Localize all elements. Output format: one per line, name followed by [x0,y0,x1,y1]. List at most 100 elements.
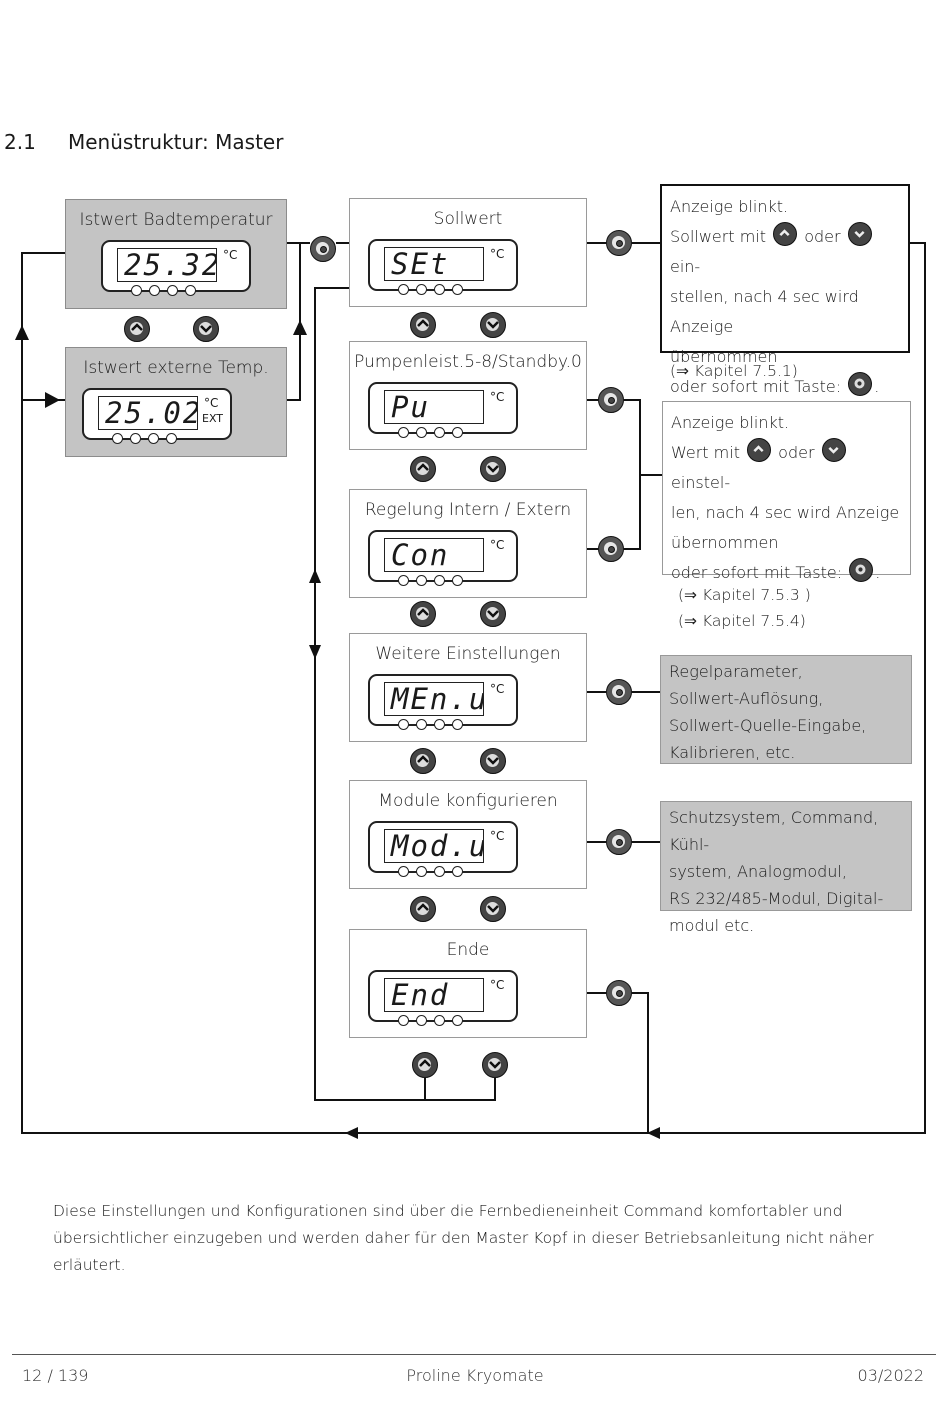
display-keys [398,427,463,439]
note-line: Sollwert-Quelle-Eingabe, [669,716,867,735]
up-button[interactable] [412,1052,438,1078]
external-temperature-value: 25.02 [98,396,198,430]
note-text: ein- [670,257,701,276]
menu-value: MEn.u. [384,682,484,716]
down-button[interactable] [480,896,506,922]
control-unit: °C [490,538,505,552]
control-value: Con 1 [384,538,484,572]
modules-value: Mod.u. [384,829,484,863]
up-button[interactable] [410,748,436,774]
enter-button[interactable] [606,230,632,256]
note-text: oder [778,443,815,462]
value-note: Anzeige blinkt. Wert mit oder einstel- l… [662,401,911,582]
section-number: 2.1 [4,130,36,154]
external-temperature-title: Istwert externe Temp. [83,358,269,378]
note-text: Sollwert mit [670,227,767,246]
display-keys [398,719,463,731]
display-keys [398,866,463,878]
external-label: EXT [202,412,224,425]
pump-display: Pu 8 °C [368,382,518,438]
bath-temperature-unit: °C [223,248,238,262]
down-button[interactable] [482,1052,508,1078]
menu-title: Weitere Einstellungen [375,644,561,664]
up-button[interactable] [410,456,436,482]
end-unit: °C [490,978,505,992]
menu-display: MEn.u. °C [368,674,518,730]
modules-title: Module konfigurieren [378,791,558,811]
pump-panel: Pumpenleist.5-8/Standby.0 Pu 8 °C [349,341,587,450]
setpoint-reference: (⇒ Kapitel 7.5.1) [670,362,798,380]
note-line: modul etc. [669,916,755,935]
setpoint-note: Anzeige blinkt. Sollwert mit oder ein- s… [660,184,910,396]
document-date: 03/2022 [857,1366,924,1385]
end-title: Ende [446,940,490,960]
display-keys [398,575,463,587]
note-text: Wert mit [671,443,740,462]
bath-temperature-panel: Istwert Badtemperatur 25.32 °C [65,199,287,309]
setpoint-title: Sollwert [433,209,503,229]
product-name: Proline Kryomate [406,1366,544,1385]
menu-panel: Weitere Einstellungen MEn.u. °C [349,633,587,742]
value-reference: (⇒ Kapitel 7.5.3 ) (⇒ Kapitel 7.5.4) [678,582,811,634]
control-display: Con 1 °C [368,530,518,586]
end-panel: Ende End °C [349,929,587,1038]
up-button[interactable] [410,312,436,338]
note-line: Regelparameter, [669,662,803,681]
note-line: übernommen [671,533,779,552]
down-button[interactable] [480,456,506,482]
up-icon [747,438,772,462]
note-line: Anzeige blinkt. [671,413,790,432]
modules-display: Mod.u. °C [368,821,518,877]
display-keys [398,284,463,296]
note-text: oder sofort mit Taste: [671,563,843,582]
reference-line: (⇒ Kapitel 7.5.3 ) [678,586,811,604]
enter-icon [848,372,873,396]
note-text: oder [804,227,841,246]
enter-button[interactable] [598,387,624,413]
display-keys [398,1015,463,1027]
enter-button[interactable] [310,236,336,262]
end-display: End °C [368,970,518,1026]
enter-button[interactable] [606,980,632,1006]
down-button[interactable] [480,312,506,338]
note-line: len, nach 4 sec wird Anzeige [671,503,900,522]
explanation-paragraph: Diese Einstellungen und Konfigurationen … [53,1202,874,1274]
control-panel: Regelung Intern / Extern Con 1 °C [349,489,587,598]
up-icon [773,222,798,246]
note-line: oder sofort mit Taste: . [671,558,902,588]
modules-panel: Module konfigurieren Mod.u. °C [349,780,587,889]
enter-button[interactable] [598,536,624,562]
note-line: stellen, nach 4 sec wird Anzeige [670,287,859,336]
enter-button[interactable] [606,679,632,705]
setpoint-value: SEt [384,247,484,281]
external-temperature-panel: Istwert externe Temp. 25.02 °C EXT [65,347,287,457]
down-icon [847,222,872,246]
up-button[interactable] [410,896,436,922]
down-button[interactable] [193,316,219,342]
note-line: Kalibrieren, etc. [669,743,796,762]
enter-icon [849,558,874,582]
note-line: system, Analogmodul, [669,862,847,881]
footer-divider [12,1354,936,1355]
display-keys [131,285,196,297]
enter-button[interactable] [606,829,632,855]
control-title: Regelung Intern / Extern [364,500,572,520]
note-line: Schutzsystem, Command, Kühl- [669,808,879,854]
note-text: oder sofort mit Taste: [670,377,842,396]
note-line: Sollwert-Auflösung, [669,689,824,708]
up-button[interactable] [124,316,150,342]
page-number: 12 / 139 [22,1366,89,1385]
end-value: End [384,978,484,1012]
note-text: einstel- [671,473,731,492]
note-line: RS 232/485-Modul, Digital- [669,889,884,908]
menu-unit: °C [490,682,505,696]
down-icon [821,438,846,462]
down-button[interactable] [480,601,506,627]
note-line: Anzeige blinkt. [670,197,789,216]
modules-note: Schutzsystem, Command, Kühl- system, Ana… [660,801,912,935]
up-button[interactable] [410,601,436,627]
setpoint-panel: Sollwert SEt °C [349,198,587,307]
note-line: Sollwert mit oder ein- [670,222,900,282]
down-button[interactable] [480,748,506,774]
